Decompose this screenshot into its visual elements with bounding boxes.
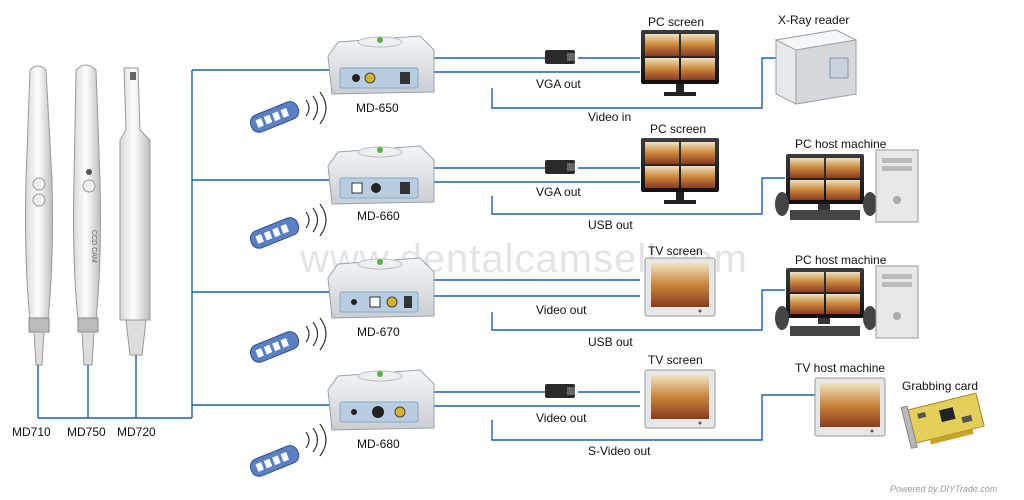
label-vga-out-1: VGA out (536, 77, 581, 91)
label-vga-out-2: VGA out (536, 185, 581, 199)
box-label-md-670: MD-670 (357, 325, 400, 339)
label-video-out-4: Video out (536, 411, 587, 425)
x-ray-reader (774, 29, 858, 105)
camera-md710 (25, 65, 53, 366)
box-label-md-650: MD-650 (356, 101, 399, 115)
camera-body-text: CCD CAM (90, 230, 97, 263)
box-label-md-660: MD-660 (357, 209, 400, 223)
label-tv-screen-3: TV screen (648, 244, 703, 258)
label-pc-screen-2: PC screen (650, 122, 706, 136)
camera-md750: CCD CAM (73, 64, 101, 366)
label-x-ray-reader: X-Ray reader (778, 13, 849, 27)
label-video-in: Video in (588, 110, 631, 124)
label-pc-screen-1: PC screen (648, 15, 704, 29)
label-usb-out-2: USB out (588, 218, 633, 232)
camera-label-md720: MD720 (117, 425, 156, 439)
box-md-680 (327, 369, 435, 431)
label-tv-host-machine: TV host machine (795, 361, 885, 375)
tv-host-machine (814, 377, 886, 437)
grabbing-card (900, 392, 985, 449)
adapter-icons (545, 50, 575, 398)
credit-text: Powered by DIYTrade.com (890, 484, 998, 494)
label-video-out-3: Video out (536, 303, 587, 317)
pc-host-machine-row-2 (775, 149, 919, 223)
pc-monitor-row-1 (641, 30, 719, 96)
box-md-650 (327, 35, 435, 95)
label-tv-screen-4: TV screen (648, 353, 703, 367)
tv-screen-row-3 (644, 257, 716, 317)
remote-control-icons (249, 91, 327, 477)
label-s-video-out: S-Video out (588, 444, 651, 458)
label-pc-host-machine-2: PC host machine (795, 137, 887, 151)
pc-host-machine-row-3 (775, 265, 919, 339)
box-md-660 (327, 145, 435, 205)
camera-wires (37, 69, 330, 419)
camera-label-md710: MD710 (12, 425, 51, 439)
label-grabbing-card: Grabbing card (902, 379, 978, 393)
tv-screen-row-4 (644, 369, 716, 429)
box-md-670 (327, 257, 435, 319)
label-usb-out-3: USB out (588, 335, 633, 349)
box-label-md-680: MD-680 (357, 437, 400, 451)
camera-md720 (119, 67, 151, 356)
label-pc-host-machine-3: PC host machine (795, 253, 887, 267)
row-wires (432, 57, 815, 441)
pc-monitor-row-2 (641, 138, 719, 204)
camera-label-md750: MD750 (67, 425, 106, 439)
